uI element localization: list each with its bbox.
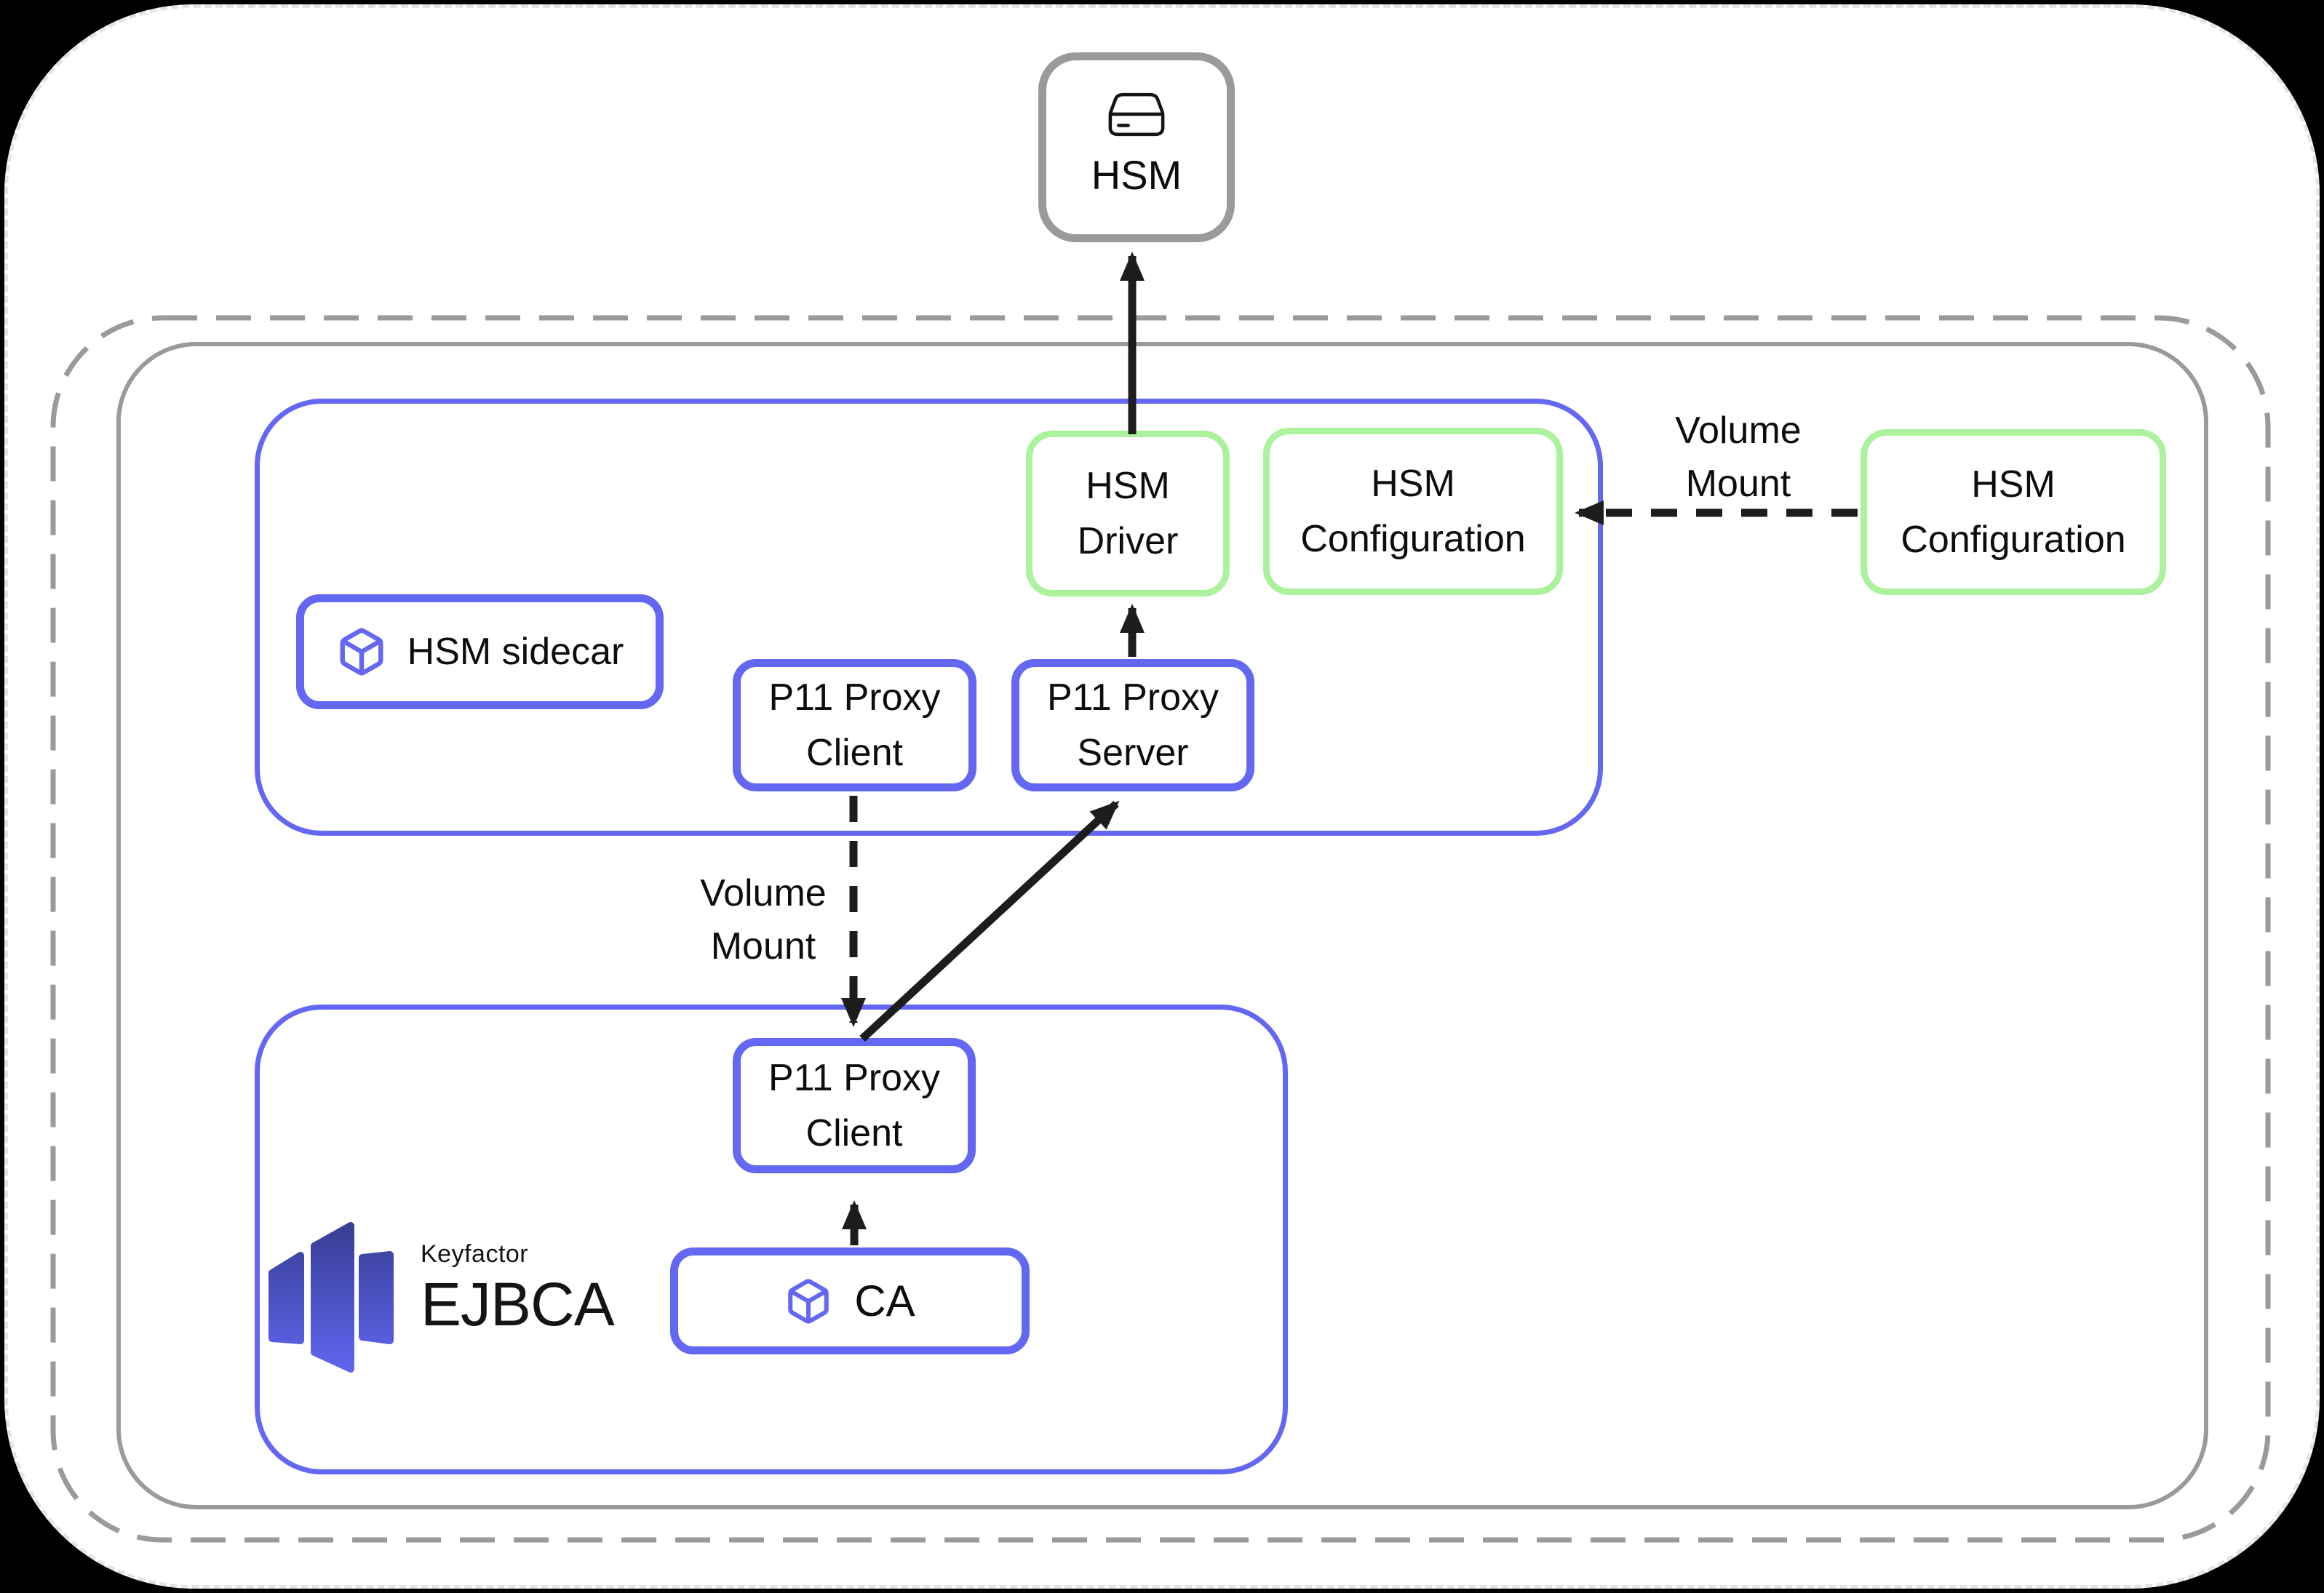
p11-proxy-client-line1: P11 Proxy <box>768 676 941 719</box>
volume-mount-label-internal: Volume Mount <box>610 867 916 973</box>
node-hsm-driver: HSM Driver <box>1026 431 1230 596</box>
node-hsm: HSM <box>1038 52 1235 242</box>
node-hsm-sidecar: HSM sidecar <box>296 594 664 709</box>
cube-icon <box>788 1279 829 1324</box>
keyfactor-ejbca-logo: Keyfactor EJBCA <box>262 1218 615 1386</box>
logo-product: EJBCA <box>421 1270 615 1338</box>
node-hsm-configuration-external: HSM Configuration <box>1861 429 2166 595</box>
volume-mount-label-external: Volume Mount <box>1585 404 1891 511</box>
hsm-driver-line1: HSM <box>1086 465 1170 507</box>
logo-bar-left <box>268 1252 304 1344</box>
hsm-configuration-external-line2: Configuration <box>1901 519 2126 561</box>
node-ca: CA <box>670 1247 1030 1354</box>
node-p11-proxy-client-sidecar: P11 Proxy Client <box>733 659 976 791</box>
drive-icon <box>1108 92 1165 137</box>
p11-proxy-client-ejbca-line1: P11 Proxy <box>768 1057 941 1099</box>
volume-mount-internal-line2: Mount <box>710 925 816 967</box>
node-hsm-configuration-sidecar: HSM Configuration <box>1263 428 1563 595</box>
edge-client-to-server <box>859 800 1120 1042</box>
ejbca-pod-container <box>255 1005 1288 1474</box>
p11-proxy-client-ejbca-line2: Client <box>805 1112 903 1154</box>
hsm-sidecar-pod-container <box>255 399 1603 836</box>
keyfactor-logo-mark <box>268 1222 394 1373</box>
logo-bar-right <box>359 1251 394 1344</box>
cube-icon <box>340 628 383 676</box>
solid-gray-boundary <box>116 342 2208 1509</box>
volume-mount-internal-line1: Volume <box>700 872 827 914</box>
logo-bar-middle <box>311 1222 354 1373</box>
logo-brand: Keyfactor <box>421 1240 529 1268</box>
p11-proxy-server-line2: Server <box>1077 732 1189 774</box>
logo-text: Keyfactor EJBCA <box>421 1239 615 1338</box>
p11-proxy-client-line2: Client <box>806 732 903 774</box>
hsm-configuration-external-line1: HSM <box>1971 463 2056 506</box>
p11-proxy-server-line1: P11 Proxy <box>1046 676 1219 719</box>
outer-dashed-boundary <box>50 315 2271 1543</box>
volume-mount-external-line1: Volume <box>1675 410 1802 452</box>
hsm-driver-line2: Driver <box>1077 520 1179 562</box>
ca-label: CA <box>854 1276 915 1325</box>
hsm-configuration-line2: Configuration <box>1300 518 1526 560</box>
hsm-sidecar-label: HSM sidecar <box>407 631 624 673</box>
hsm-label: HSM <box>1091 152 1182 198</box>
node-p11-proxy-client-ejbca: P11 Proxy Client <box>733 1038 976 1173</box>
hsm-configuration-line1: HSM <box>1371 463 1455 505</box>
node-p11-proxy-server: P11 Proxy Server <box>1011 659 1254 791</box>
volume-mount-external-line2: Mount <box>1685 463 1791 505</box>
